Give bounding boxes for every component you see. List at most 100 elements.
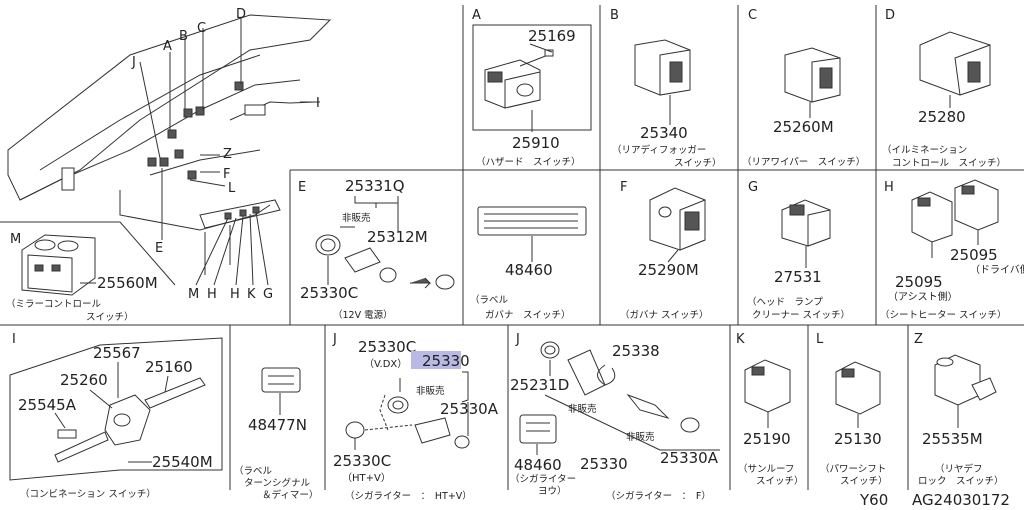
part-caption: ロック スイッチ） [918,475,1004,487]
panel-c: C 25260M （リアワイパー スイッチ） [742,8,865,168]
overview-letters: J A B C D I Z F L E M H H K G [131,7,320,302]
not-sold-note: 非販売 [416,385,445,397]
part-caption: コントロール スイッチ） [892,157,1006,169]
part-caption: （シートヒーター スイッチ） [880,309,1007,321]
panel-k: K 25190 （サンルーフ スイッチ） [736,332,804,487]
part-caption: （ヘッド ランプ [747,296,823,308]
part-number: 25545A [18,396,77,414]
power-socket-drawing [315,234,455,290]
panel-letter: D [885,8,895,23]
part-number: 25095 [895,273,943,291]
letter-m: M [188,287,199,302]
panel-a: A 25169 25910 （ハザード スイッチ） [472,8,592,168]
part-number: 27531 [774,268,822,286]
part-caption: （シガライター [510,473,576,485]
letter-h-2: H [230,287,240,302]
letter-z: Z [223,147,232,162]
combination-switch-drawing [54,377,206,463]
part-number: 25260 [60,371,108,389]
part-caption: （イルミネーション [882,144,967,156]
part-number: 25540M [152,453,213,471]
part-number: 48460 [505,261,553,279]
panel-label-48477n: 48477N （ラベル ターンシグナル ＆ディマー） [234,367,318,501]
panel-h: H 25095 （ドライバ側） 25095 （アシスト側） （シートヒーター ス… [880,179,1024,321]
letter-l: L [228,181,236,196]
part-caption: （ハザード スイッチ） [476,156,581,168]
panel-letter: I [12,332,16,347]
part-caption: （パワーシフト [820,463,886,475]
panel-letter: G [748,180,758,195]
part-caption: （リアディフォッガー [612,144,706,156]
letter-c: C [197,21,206,36]
part-caption: スイッチ） [86,311,134,323]
panel-letter: J [515,332,520,347]
part-caption: スイッチ） [840,475,888,487]
part-number: 48460 [514,456,562,474]
part-number: 25160 [145,358,193,376]
not-sold-note: 非販売 [626,431,655,443]
part-caption: スイッチ） [756,475,804,487]
panel-letter: H [884,180,894,195]
panel-letter: L [816,332,824,347]
part-caption: （シガライター ： HT+V） [345,490,472,502]
part-caption: （コンビネーション スイッチ） [20,488,156,500]
part-caption: （ミラーコントロール [6,298,102,310]
part-number: 25095 [950,246,998,264]
part-sub: （HT+V） [342,472,391,484]
panel-letter: F [620,180,627,195]
part-number: 25331Q [345,177,405,195]
footer: Y60 AG24030172 [859,491,1010,509]
part-number: 25312M [367,228,428,246]
panel-letter: C [748,8,757,23]
part-caption: （12V 電源） [333,309,393,321]
panel-f: F 25290M （ガバナ スイッチ） [620,180,709,321]
panel-letter: Z [914,332,923,347]
part-number: 25290M [638,261,699,279]
part-caption: （ラベル [234,465,273,477]
part-number-highlighted: 25330 [422,352,470,370]
panel-letter: A [472,8,481,23]
part-number: 25130 [834,430,882,448]
cigar-lighter-drawing [345,394,470,449]
letter-b: B [179,29,188,44]
part-number: 25910 [512,134,560,152]
part-number: 25340 [640,124,688,142]
part-caption: ヨウ） [538,485,567,497]
panel-m: M 25560M （ミラーコントロール スイッチ） [6,232,158,323]
panel-letter: J [332,332,337,347]
part-number: 48477N [248,416,307,434]
part-number: 25190 [743,430,791,448]
panel-i: I 25567 25260 25160 25545A 25540M （コンビネー… [9,332,223,500]
part-number: 25535M [922,430,983,448]
part-caption: （リヤデフ [935,463,983,475]
letter-j: J [131,55,136,70]
panel-g: G 27531 （ヘッド ランプ クリーナー スイッチ） [747,180,850,321]
part-sub: （ドライバ側） [970,263,1024,276]
not-sold-note: 非販売 [568,403,597,415]
letter-g: G [263,287,273,302]
panel-borders [0,5,1024,490]
part-number: 25330C [358,338,416,356]
part-number: 25330A [440,400,499,418]
letter-i: I [316,96,320,111]
part-number: 25169 [528,27,576,45]
panel-letter: M [10,232,21,247]
letter-k: K [247,287,256,302]
part-sub: （アシスト側） [888,290,958,303]
part-caption: （ラベル [470,294,509,306]
letter-h: H [207,287,217,302]
part-caption: スイッチ） [674,157,722,169]
panel-l: L 25130 （パワーシフト スイッチ） [816,332,888,487]
not-sold-note: 非販売 [342,212,371,224]
panel-label-48460: 48460 （ラベル ガバナ スイッチ） [470,206,587,321]
part-caption: （シガライター ： F） [606,490,711,502]
model-code: Y60 [859,491,888,509]
diagram-code: AG24030172 [912,491,1010,509]
letter-e: E [155,241,163,256]
panel-j-f: J 25338 25231D 非販売 非販売 48460 25330 25330… [510,332,720,502]
part-caption: （ガバナ スイッチ） [620,309,709,321]
panel-d: D 25280 （イルミネーション コントロール スイッチ） [882,8,1006,169]
part-caption: ターンシグナル [244,477,311,489]
panel-z: Z 25535M （リヤデフ ロック スイッチ） [914,332,1004,487]
